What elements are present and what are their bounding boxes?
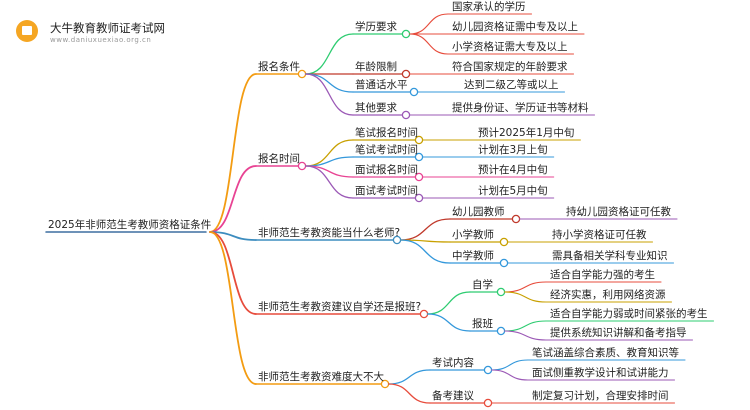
child-label: 报班 (472, 318, 493, 330)
child-label: 面试考试时间 (355, 185, 418, 197)
leaf-connector (491, 369, 529, 381)
leaf-label: 持小学资格证可任教 (552, 229, 647, 241)
leaf-label: 计划在3月上旬 (478, 144, 548, 156)
leaf-connector (504, 330, 547, 341)
leaf-connector (409, 33, 449, 55)
leaf-label: 面试侧重教学设计和试讲能力 (532, 367, 669, 379)
leaf-label: 小学资格证需大专及以上 (452, 41, 568, 53)
branch-connector (209, 231, 257, 315)
branch-connector (209, 231, 257, 241)
child-connector (426, 291, 471, 315)
branch-label: 非师范生考教资建议自学还是报班? (258, 301, 422, 313)
root-node-label: 2025年非师范生考教师资格证条件 (48, 219, 212, 231)
leaf-label: 提供身份证、学历证书等材料 (452, 102, 589, 114)
branch-label: 非师范生考教资能当什么老师? (258, 227, 401, 239)
child-connector (304, 33, 354, 75)
book-icon (22, 26, 32, 35)
child-connector (304, 165, 354, 199)
leaf-label: 符合国家规定的年龄要求 (452, 61, 568, 73)
child-label: 备考建议 (432, 390, 474, 402)
child-label: 学历要求 (355, 21, 397, 33)
leaf-connector (504, 291, 547, 303)
child-label: 笔试考试时间 (355, 144, 418, 156)
child-label: 面试报名时间 (355, 164, 418, 176)
branch-label: 报名时间 (258, 153, 300, 165)
child-connector (387, 383, 431, 404)
leaf-label: 幼儿园资格证需中专及以上 (452, 21, 578, 33)
child-connector (387, 369, 431, 385)
leaf-label: 国家承认的学历 (452, 1, 526, 13)
child-connector (304, 73, 354, 116)
leaf-label: 提供系统知识讲解和备考指导 (550, 327, 687, 339)
child-label: 其他要求 (355, 102, 397, 114)
child-label: 普通话水平 (355, 79, 408, 91)
leaf-label: 制定复习计划，合理安排时间 (532, 390, 669, 402)
branch-label: 非师范生考教资难度大不大 (258, 371, 384, 383)
leaf-label: 持幼儿园资格证可任教 (566, 206, 671, 218)
leaf-label: 适合自学能力强的考生 (550, 269, 655, 281)
child-label: 年龄限制 (355, 61, 397, 73)
leaf-label: 计划在5月中旬 (478, 185, 548, 197)
branch-connector (209, 165, 257, 233)
child-label: 小学教师 (452, 229, 494, 241)
child-connector (426, 313, 471, 332)
branch-connector (209, 231, 257, 385)
logo-subtitle: www.daniuxuexiao.org.cn (50, 36, 152, 44)
site-logo: 大牛教育教师证考试网 www.daniuxuexiao.org.cn (6, 6, 166, 46)
leaf-label: 达到二级乙等或以上 (464, 79, 559, 91)
child-label: 自学 (472, 279, 493, 291)
logo-title: 大牛教育教师证考试网 (50, 21, 165, 35)
branch-connector (209, 73, 257, 233)
leaf-label: 预计2025年1月中旬 (478, 127, 575, 139)
leaf-label: 预计在4月中旬 (478, 164, 548, 176)
leaf-connector (409, 13, 449, 35)
child-label: 笔试报名时间 (355, 127, 418, 139)
child-connector (399, 239, 451, 264)
child-connector (399, 218, 451, 241)
child-label: 中学教师 (452, 250, 494, 262)
child-label: 幼儿园教师 (452, 206, 505, 218)
leaf-label: 经济实惠，利用网络资源 (550, 289, 666, 301)
leaf-label: 笔试涵盖综合素质、教育知识等 (532, 347, 679, 359)
leaf-label: 需具备相关学科专业知识 (552, 250, 668, 262)
child-label: 考试内容 (432, 357, 474, 369)
leaf-label: 适合自学能力弱或时间紧张的考生 (550, 308, 708, 320)
branch-label: 报名条件 (258, 61, 300, 73)
